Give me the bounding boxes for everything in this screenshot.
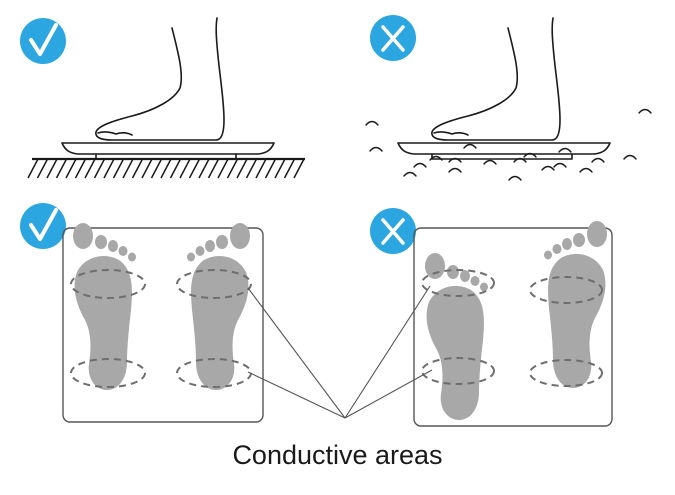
leader-lines: [247, 285, 433, 419]
right-footprint-offset: [544, 221, 607, 388]
badge-cross-top: [370, 15, 416, 61]
incorrect-foot-placement-panel: [413, 221, 613, 427]
right-footprint: [187, 223, 250, 390]
scale-on-hard-floor: [27, 17, 305, 179]
badge-check-top: [20, 18, 66, 64]
conductive-areas-caption: Conductive areas: [232, 440, 443, 470]
conductive-area-markers-offset: [421, 269, 603, 387]
badge-check-bottom: [20, 203, 66, 249]
badge-cross-bottom: [370, 208, 416, 254]
left-footprint-offset: [425, 253, 488, 420]
scale-on-carpet: [365, 17, 652, 181]
left-footprint: [73, 223, 136, 390]
correct-foot-placement-panel: [62, 223, 264, 423]
